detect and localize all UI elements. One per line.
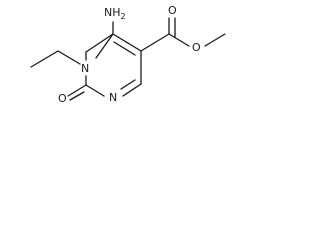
ring-n3-label: N [109, 91, 117, 104]
bond-c2-o [67, 84, 87, 97]
bond-cester-o-single [168, 33, 190, 47]
bond-n1-ch2 [57, 50, 81, 65]
bond-o-ch3 [204, 33, 226, 47]
bond-c6-c5-inner [113, 41, 136, 56]
ester-oxygen-label: O [192, 41, 201, 54]
bond-ch2-ch3 [30, 50, 59, 68]
bond-n3-c2 [85, 84, 105, 97]
bond-c5-cester [140, 33, 170, 52]
amino-label: NH2 [104, 6, 126, 21]
chemical-structure: NH2 N N O O O [30, 4, 226, 105]
carbonyl-oxygen-label: O [58, 92, 67, 105]
bond-n1-c6 [95, 33, 114, 59]
atom-labels: NH2 N N O O O [58, 4, 201, 105]
bond-c2-o-inner [69, 91, 85, 101]
bond-c4-n3-inner [120, 79, 136, 90]
ring-n1-label: N [81, 62, 89, 75]
bond-c4-n3 [122, 83, 142, 97]
bond-c6-link [85, 33, 114, 53]
bonds [30, 17, 226, 101]
ester-carbonyl-oxygen-label: O [168, 4, 177, 17]
bond-c6-c5 [112, 33, 142, 52]
